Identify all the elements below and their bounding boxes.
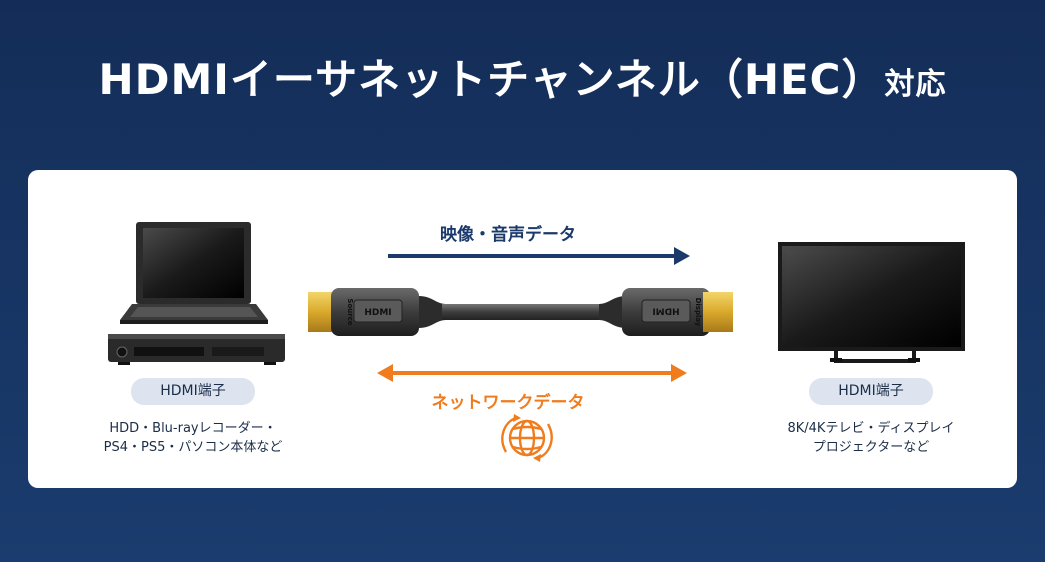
right-description-line-1: 8K/4Kテレビ・ディスプレイ: [787, 421, 955, 436]
diagram-art: Source HDMI Display HDMI: [108, 222, 965, 462]
right-device-description: 8K/4Kテレビ・ディスプレイ プロジェクターなど: [753, 419, 989, 457]
laptop-icon: [120, 222, 268, 324]
left-device-description: HDD・Blu-rayレコーダー・ PS4・PS5・パソコン本体など: [73, 419, 313, 457]
page-title: HDMIイーサネットチャンネル（HEC）対応: [0, 50, 1045, 115]
left-hdmi-port-badge: HDMI端子: [131, 378, 255, 405]
blu-ray-recorder-icon: [108, 334, 285, 365]
left-connector-source-label: Source: [346, 298, 354, 325]
left-description-line-2: PS4・PS5・パソコン本体など: [103, 440, 283, 455]
av-data-label: 映像・音声データ: [440, 225, 576, 245]
right-connector-logo: HDMI: [652, 306, 679, 316]
network-data-arrow: [377, 364, 687, 382]
tv-icon: [778, 242, 965, 363]
right-connector-display-label: Display: [694, 298, 702, 327]
hdmi-cable-icon: Source HDMI Display HDMI: [308, 288, 733, 336]
title-main: HDMIイーサネットチャンネル（HEC）: [98, 55, 885, 104]
left-connector-logo: HDMI: [364, 308, 391, 318]
network-data-label: ネットワークデータ: [431, 393, 585, 413]
right-hdmi-port-badge: HDMI端子: [809, 378, 933, 405]
left-description-line-1: HDD・Blu-rayレコーダー・: [109, 421, 277, 436]
diagram-panel: Source HDMI Display HDMI: [28, 170, 1017, 488]
title-suffix: 対応: [884, 67, 947, 102]
globe-network-icon: [501, 414, 553, 462]
av-data-arrow: [388, 247, 690, 265]
right-description-line-2: プロジェクターなど: [812, 440, 930, 455]
